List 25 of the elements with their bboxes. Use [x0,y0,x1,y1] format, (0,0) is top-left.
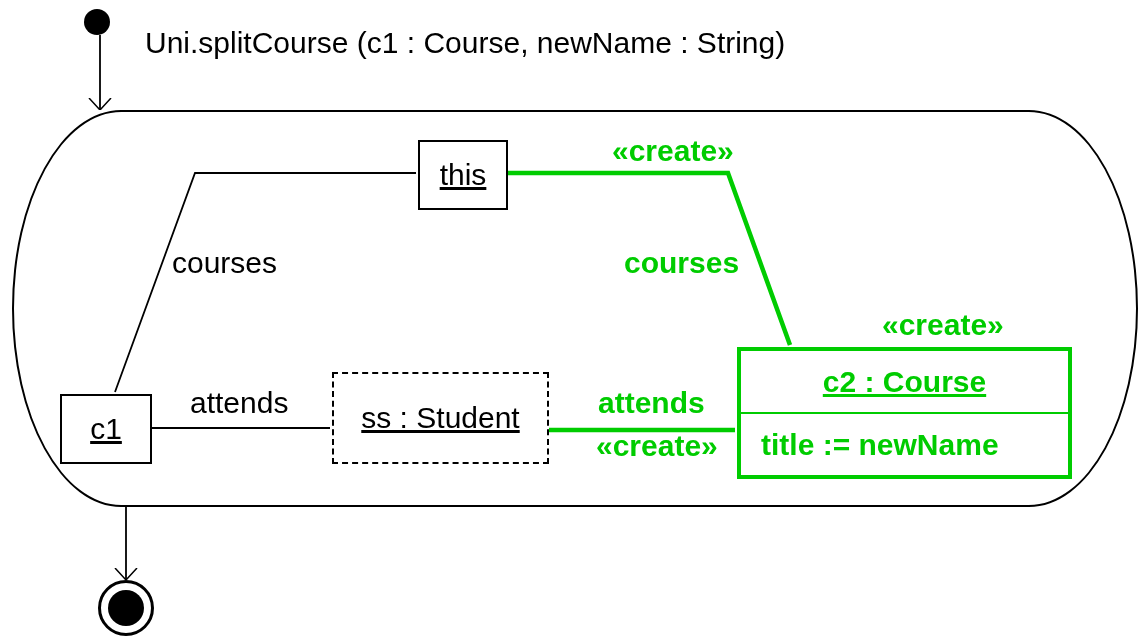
object-name: ss : Student [361,403,520,433]
object-box [332,372,549,464]
transition-arrow [114,506,138,581]
transition-arrow [88,34,112,111]
attribute-assignment: title := newName [761,429,999,460]
object-name: c2 : Course [822,366,987,397]
association-line [547,427,735,433]
edge-label: courses [624,248,740,278]
stereotype-label: «create» [882,310,1004,340]
initial-state [84,9,110,35]
object-box [418,140,508,210]
final-state [98,580,154,636]
edge-label: attends [190,388,289,418]
object-box [60,394,152,464]
association-line [149,427,331,429]
activity-frame [12,110,1138,507]
edge-label: attends [598,388,705,418]
association-line [114,172,417,393]
stereotype-label: «create» [596,431,718,461]
edge-label: courses [172,248,278,278]
stereotype-label: «create» [612,136,734,166]
object-name: this [439,160,487,190]
activity-signature: Uni.splitCourse (c1 : Course, newName : String) [145,28,786,58]
association-line [506,170,793,346]
object-name: c1 [90,414,122,444]
